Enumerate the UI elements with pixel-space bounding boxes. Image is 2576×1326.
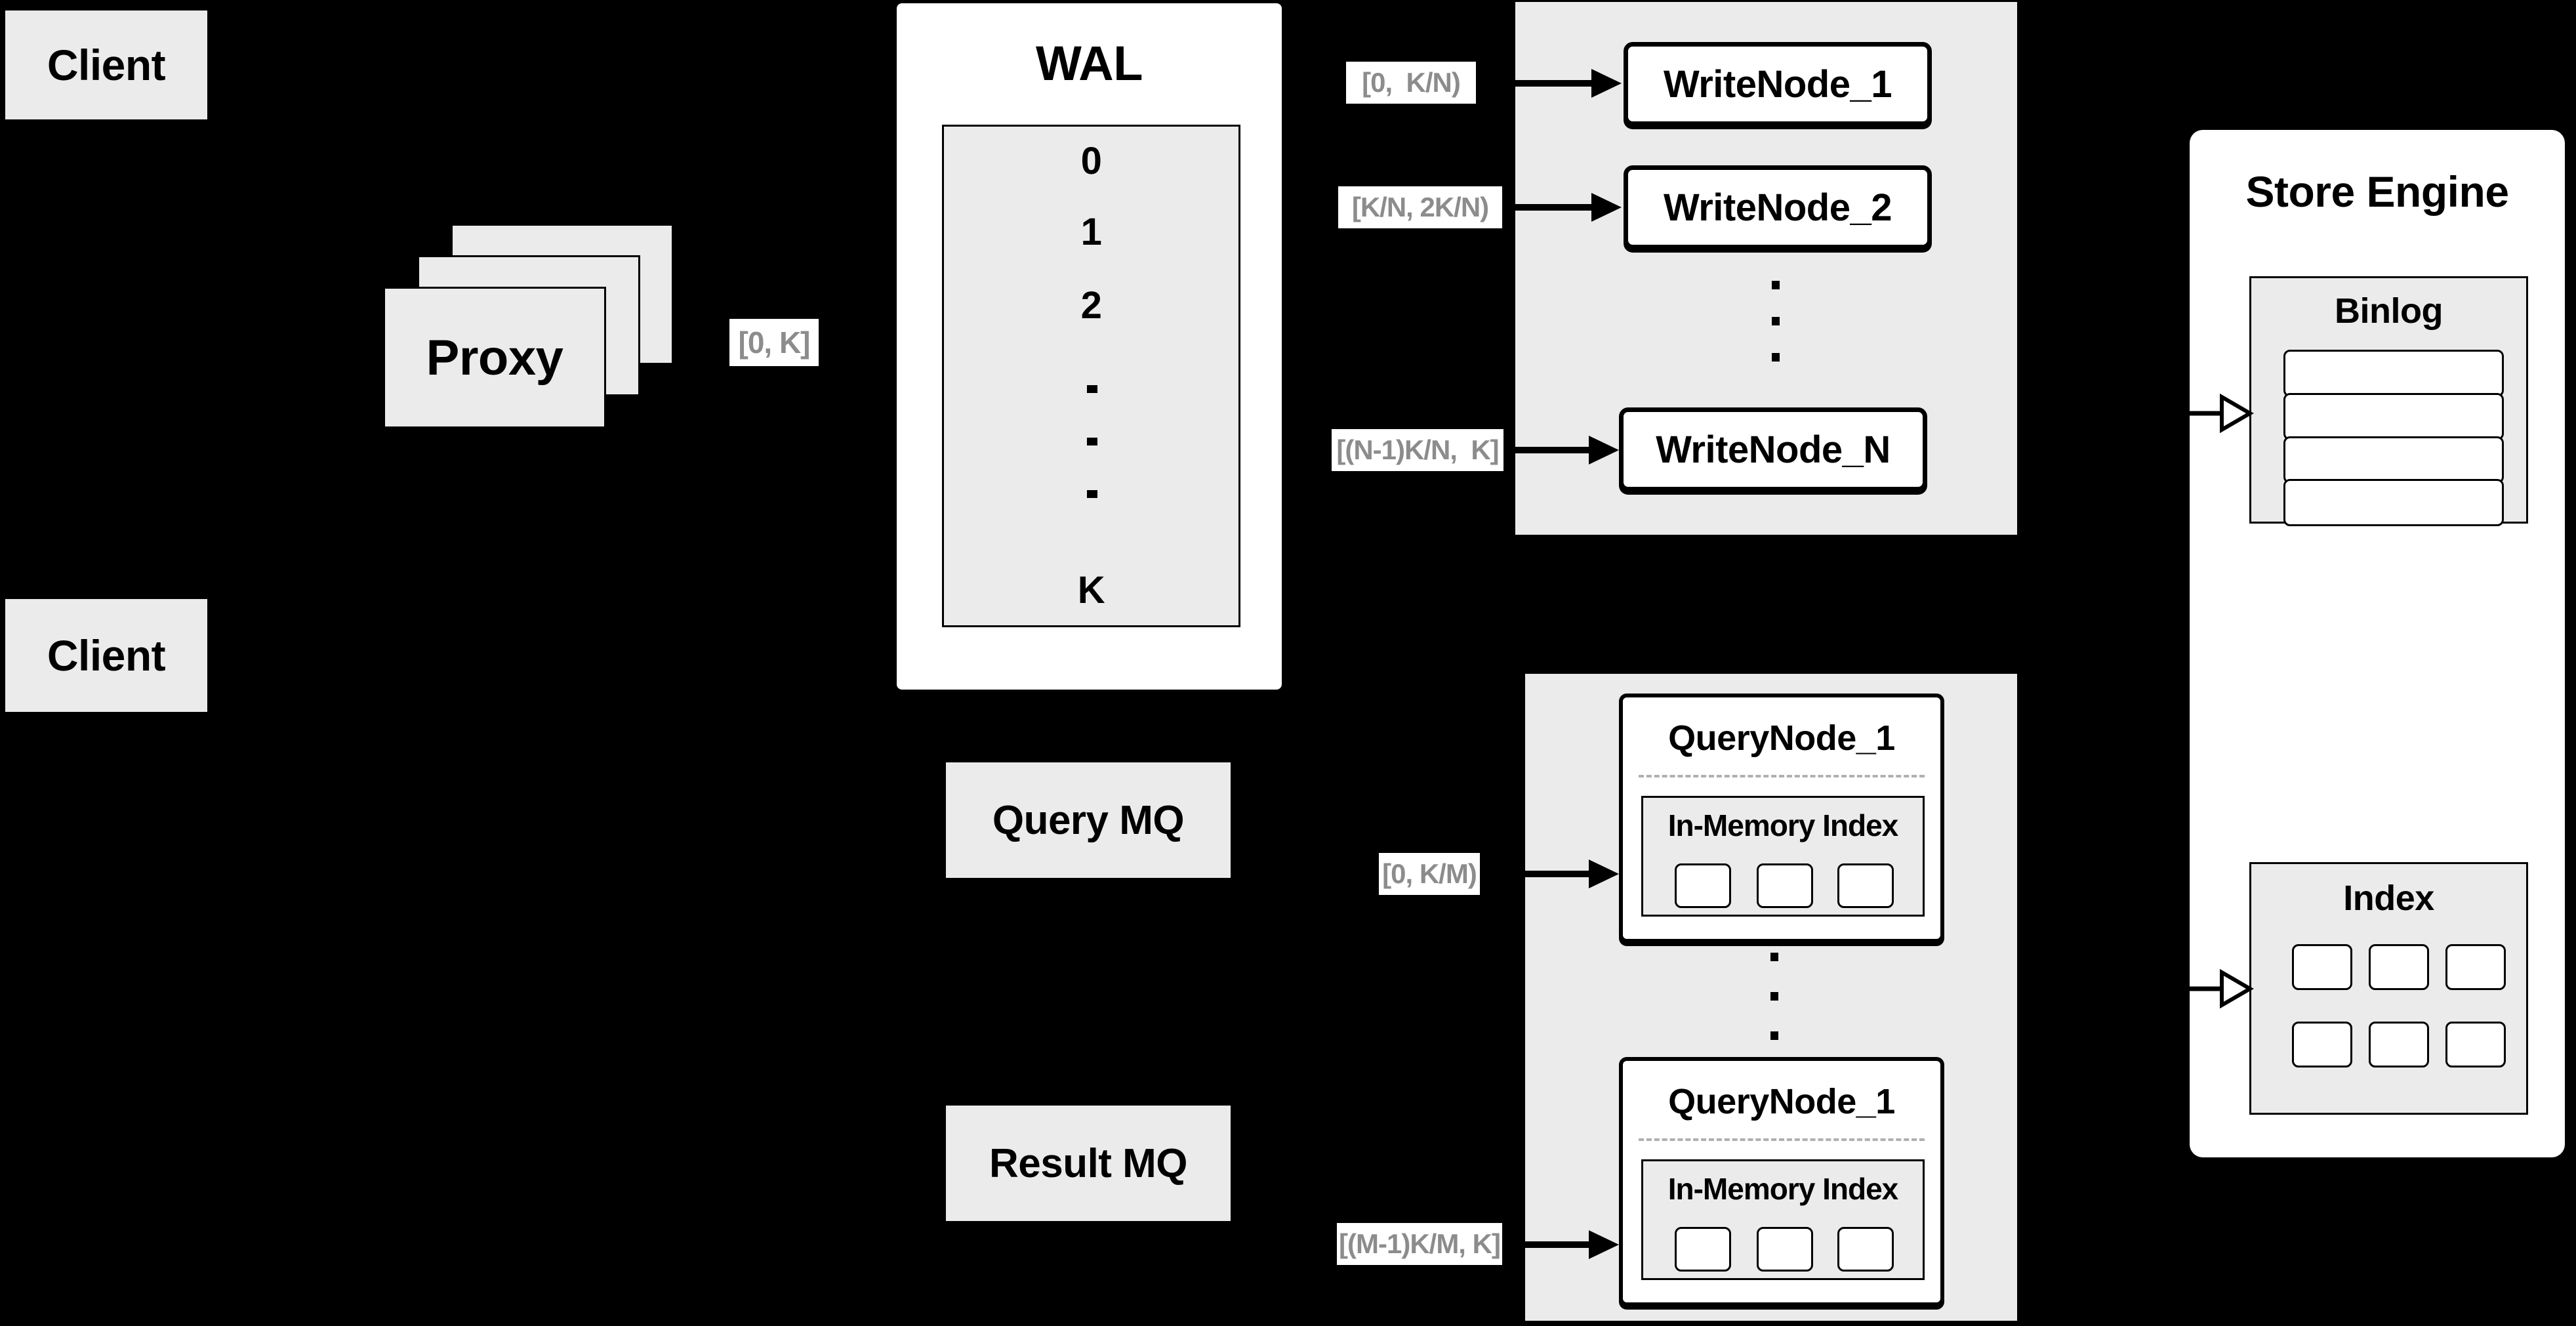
index-cell: [2292, 944, 2352, 990]
write-range-label-1: [0, K/N): [1346, 62, 1476, 104]
wal-row-1: 1: [944, 196, 1238, 270]
arrow-to-index: [2186, 969, 2254, 1008]
index-box: Index: [2249, 862, 2528, 1115]
wal-row-2: 2: [944, 268, 1238, 344]
in-memory-index-box-bottom: In-Memory Index: [1641, 1159, 1925, 1280]
querynode-bottom-title: QueryNode_1: [1668, 1082, 1895, 1121]
index-cell: [2369, 1022, 2429, 1067]
proxy-card-front: Proxy: [383, 287, 606, 428]
index-cell: [2369, 944, 2429, 990]
index-title: Index: [2343, 879, 2434, 918]
writenode-n-box: WriteNode_N: [1619, 407, 1927, 491]
querynode-top-box: QueryNode_1 In-Memory Index: [1619, 694, 1944, 943]
wal-row-0: 0: [944, 127, 1238, 197]
query-range-label-m: [(M-1)K/M, K]: [1337, 1223, 1502, 1265]
arrow-to-writenode-2: [1502, 193, 1622, 222]
in-memory-index-title: In-Memory Index: [1667, 1172, 1899, 1206]
dashed-separator: [1639, 775, 1925, 777]
arrow-to-querynode-1: [1480, 860, 1619, 888]
index-cell: [2292, 1022, 2352, 1067]
query-mq-box: Query MQ: [946, 762, 1231, 878]
wal-row-ellipsis: [944, 342, 1238, 556]
arrow-to-writenode-n: [1503, 436, 1619, 465]
proxy-range-label: [0, K]: [729, 319, 819, 366]
writenode-1-box: WriteNode_1: [1624, 42, 1932, 126]
segment-cell: [1757, 1227, 1813, 1272]
in-memory-index-title: In-Memory Index: [1667, 808, 1899, 842]
binlog-row: [2283, 479, 2504, 526]
arrow-to-binlog: [2186, 394, 2254, 433]
segment-cell: [1837, 863, 1894, 908]
ellipsis-dot: [1770, 953, 1778, 961]
querynode-top-title: QueryNode_1: [1668, 718, 1895, 758]
ellipsis-dot: [1772, 317, 1780, 325]
ellipsis-dot: [1087, 490, 1097, 498]
ellipsis-dot: [1087, 385, 1097, 393]
segment-cell: [1675, 863, 1731, 908]
arrow-to-writenode-1: [1476, 69, 1622, 98]
store-engine-title: Store Engine: [2245, 167, 2509, 216]
arrow-to-querynode-m: [1502, 1230, 1619, 1259]
ellipsis-dot: [1772, 281, 1780, 289]
dashed-separator: [1639, 1138, 1925, 1141]
wal-title: WAL: [1036, 35, 1143, 91]
binlog-row: [2283, 436, 2504, 484]
ellipsis-dot: [1770, 992, 1778, 1001]
client-box-bottom: Client: [5, 599, 207, 712]
binlog-row: [2283, 350, 2504, 397]
ellipsis-dot: [1770, 1031, 1778, 1040]
result-mq-box: Result MQ: [946, 1106, 1231, 1221]
write-range-label-2: [K/N, 2K/N): [1338, 186, 1502, 228]
write-range-label-n: [(N-1)K/N, K]: [1332, 429, 1503, 471]
writenode-2-box: WriteNode_2: [1624, 165, 1932, 249]
wal-table: 0 1 2 K: [942, 125, 1240, 627]
segment-cell: [1837, 1227, 1894, 1272]
binlog-box: Binlog: [2249, 276, 2528, 526]
querynode-bottom-box: QueryNode_1 In-Memory Index: [1619, 1057, 1944, 1306]
in-memory-index-box-top: In-Memory Index: [1641, 796, 1925, 917]
segment-cell: [1757, 863, 1813, 908]
ellipsis-dot: [1087, 438, 1097, 445]
index-cell: [2445, 1022, 2506, 1067]
wal-row-k: K: [944, 554, 1238, 625]
binlog-title: Binlog: [2335, 291, 2443, 331]
query-range-label-1: [0, K/M): [1379, 853, 1480, 895]
ellipsis-dot: [1772, 353, 1780, 362]
index-cell: [2445, 944, 2506, 990]
client-box-top: Client: [5, 10, 207, 119]
segment-cell: [1675, 1227, 1731, 1272]
binlog-row: [2283, 393, 2504, 440]
